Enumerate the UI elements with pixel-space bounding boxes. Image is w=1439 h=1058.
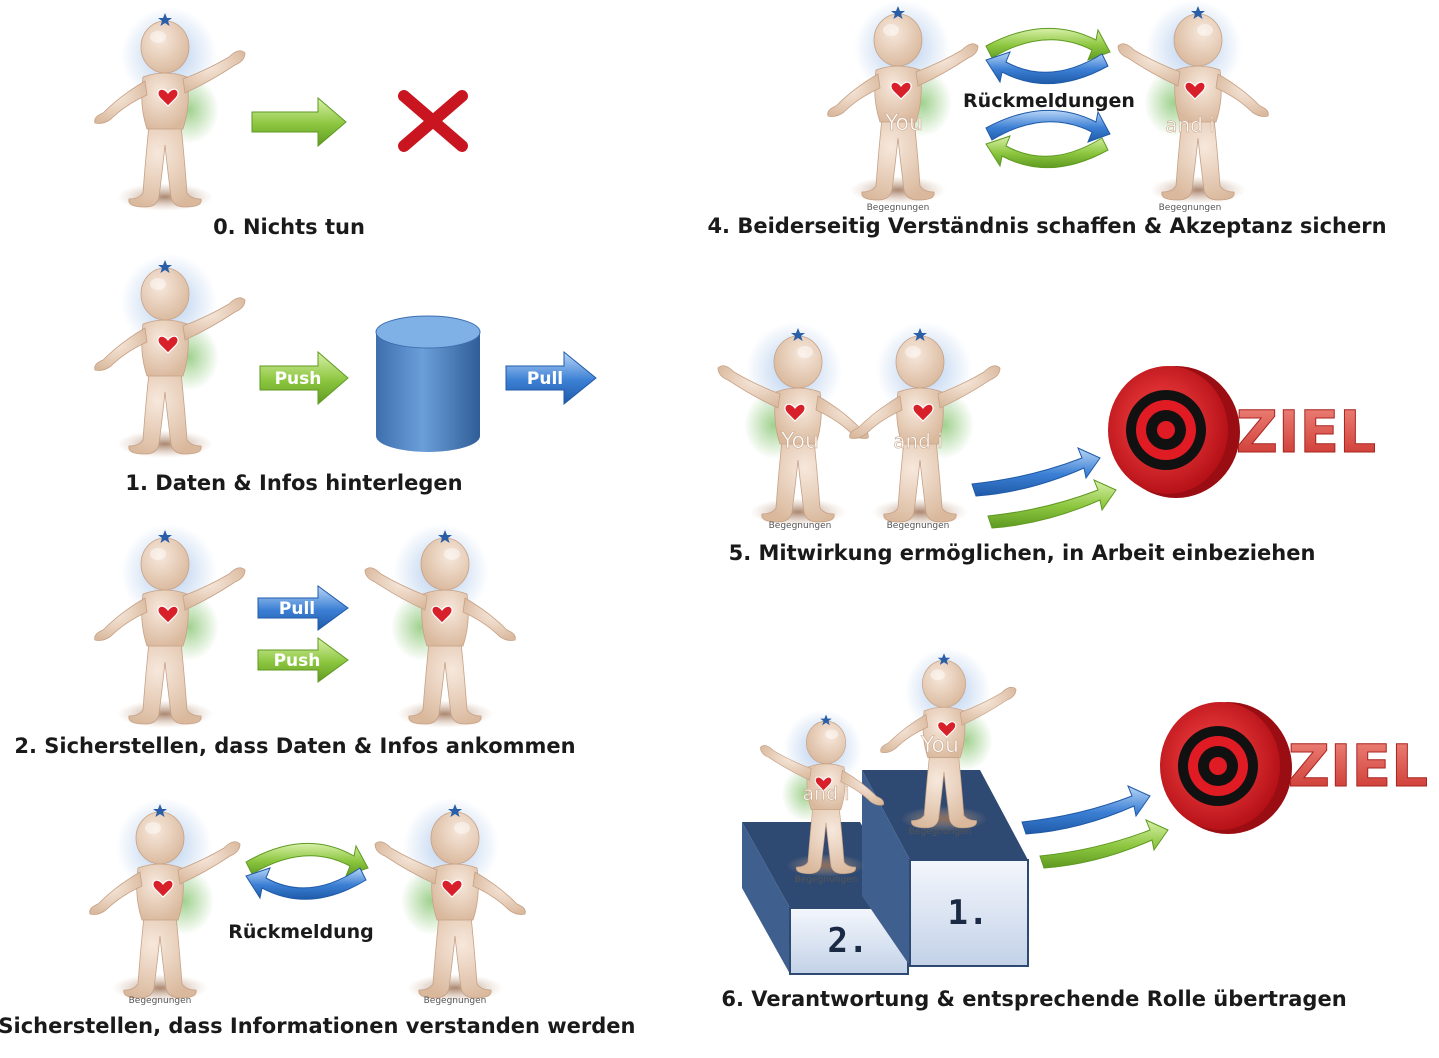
database-icon [375,315,481,452]
step-2-group: Pull Push [94,523,516,729]
step-1-caption: 1. Daten & Infos hinterlegen [125,471,463,495]
figure-label: Begegnungen [1159,203,1222,213]
arrow-icon [985,135,1109,169]
step-2-caption: 2. Sicherstellen, dass Daten & Infos ank… [14,734,576,758]
pull-label: Pull [279,599,315,619]
arrow-icon [971,447,1101,497]
step-0-group [94,6,468,212]
person-figure-icon [94,253,246,459]
step-5-caption: 5. Mitwirkung ermöglichen, in Arbeit ein… [728,541,1316,565]
target-icon [1160,702,1292,834]
arrow-icon [251,96,347,148]
figure-text-and-i: and i [802,783,849,805]
step-6-caption: 6. Verantwortung & entsprechende Rolle ü… [721,987,1347,1011]
figure-text-and-i: and i [1165,113,1215,137]
step-4-caption: 4. Beiderseitig Verständnis schaffen & A… [707,214,1387,238]
push-arrow: Push [257,637,349,683]
figure-label: Begegnungen [887,521,950,531]
figure-label: Begegnungen [909,827,972,837]
push-arrow: Push [259,350,349,406]
figure-text-you: You [884,111,923,136]
feedback-label: Rückmeldung [228,921,374,943]
pull-arrow: Pull [505,350,597,406]
person-figure-icon [364,523,516,729]
arrow-icon [1021,785,1151,835]
step-0-caption: 0. Nichts tun [213,215,365,239]
figure-text-you: You [780,429,819,454]
arrow-icon [1039,819,1169,869]
step-1-group: Push Pull [94,253,597,459]
step-5-group: You and i Begegnungen Begegnungen ZIEL [717,321,1377,531]
person-figure-icon [1117,0,1269,205]
pull-arrow: Pull [257,585,349,631]
pull-label: Pull [527,369,563,389]
person-figure-icon [374,797,526,1003]
person-figure-icon [717,321,869,527]
ziel-label: ZIEL [1236,398,1376,466]
person-figure-icon [89,797,241,1003]
figure-label: Begegnungen [867,203,930,213]
figure-label: Begegnungen [129,996,192,1006]
figure-label: Begegnungen [769,521,832,531]
figure-text-and-i: and i [893,429,943,453]
push-label: Push [275,369,322,389]
person-figure-icon [94,6,246,212]
place-1-label: 1. [948,893,989,933]
place-2-label: 2. [828,921,869,961]
step-4-group: You and i Begegnungen Begegnungen Rückme… [827,0,1269,213]
figure-text-you: You [920,733,959,758]
figure-label: Begegnungen [795,875,858,885]
step-3-group: Begegnungen Begegnungen Rückmeldung [89,797,526,1006]
arrow-icon [985,51,1109,85]
feedback-label: Rückmeldungen [963,90,1135,112]
person-figure-icon [94,523,246,729]
step-3-caption: 3. Sicherstellen, dass Informationen ver… [0,1014,636,1038]
push-label: Push [274,651,321,671]
arrow-icon [245,867,367,900]
ziel-label: ZIEL [1288,732,1428,800]
arrow-icon [987,479,1117,529]
figure-label: Begegnungen [424,996,487,1006]
arrow-icon [985,109,1111,143]
target-icon [1108,366,1240,498]
step-6-group: 2. 1. and i You Begegnungen Begegnungen … [742,647,1429,975]
person-figure-icon [827,0,979,205]
cross-icon [398,90,468,152]
